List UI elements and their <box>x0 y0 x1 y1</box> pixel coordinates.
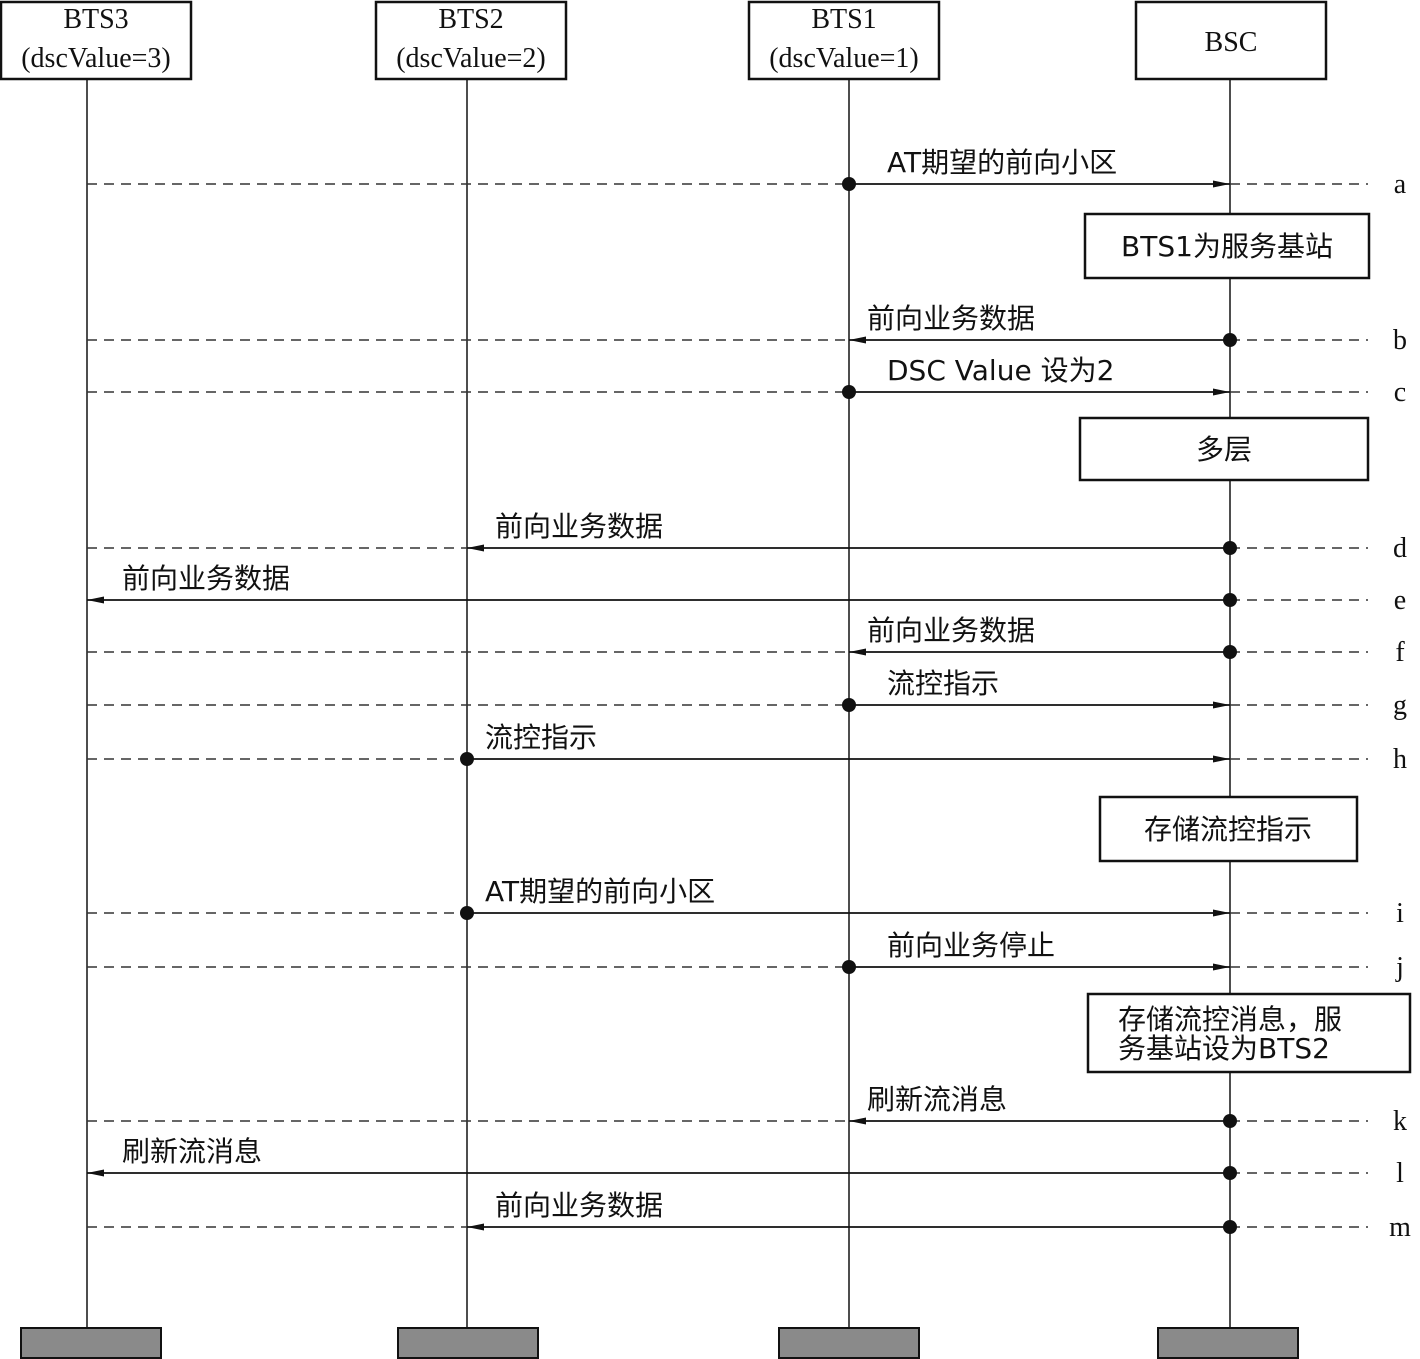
message-e-letter: e <box>1394 585 1406 616</box>
note-serving-station: BTS1为服务基站 <box>1083 212 1371 280</box>
note-store-flow-control-message-line1: 存储流控消息，服 <box>1118 1003 1342 1036</box>
participant-bts3-name: BTS3 <box>63 4 128 35</box>
message-i-origin-dot <box>460 906 474 920</box>
message-d-origin-dot <box>1223 541 1237 555</box>
message-e-label: 前向业务数据 <box>122 562 290 595</box>
message-row-a: AT期望的前向小区 a <box>87 146 1407 200</box>
message-g-label: 流控指示 <box>887 667 999 700</box>
message-m-label: 前向业务数据 <box>495 1189 663 1222</box>
participant-bts1: BTS1 (dscValue=1) <box>747 0 941 81</box>
message-f-label: 前向业务数据 <box>867 614 1035 647</box>
participant-bts3-dsc: (dscValue=3) <box>21 43 171 74</box>
note-store-flow-control: 存储流控指示 <box>1098 795 1359 863</box>
note-store-flow-control-message-line2: 务基站设为BTS2 <box>1118 1032 1330 1065</box>
message-row-f: 前向业务数据 f <box>87 614 1405 668</box>
message-row-i: AT期望的前向小区 i <box>87 875 1404 929</box>
participant-bsc-name: BSC <box>1205 27 1258 58</box>
message-g-origin-dot <box>842 698 856 712</box>
message-c-origin-dot <box>842 385 856 399</box>
message-h-label: 流控指示 <box>485 721 597 754</box>
participant-bts2: BTS2 (dscValue=2) <box>374 0 568 81</box>
message-d-letter: d <box>1393 533 1407 564</box>
message-i-label: AT期望的前向小区 <box>485 875 715 908</box>
footer-bar-bts1 <box>778 1327 920 1359</box>
message-k-origin-dot <box>1223 1114 1237 1128</box>
message-k-label: 刷新流消息 <box>867 1083 1007 1116</box>
message-m-letter: m <box>1389 1212 1411 1243</box>
message-e-origin-dot <box>1223 593 1237 607</box>
message-m-origin-dot <box>1223 1220 1237 1234</box>
message-b-label: 前向业务数据 <box>867 302 1035 335</box>
message-i-letter: i <box>1396 898 1404 929</box>
message-l-origin-dot <box>1223 1166 1237 1180</box>
participant-bts1-name: BTS1 <box>811 4 876 35</box>
message-g-letter: g <box>1393 690 1407 721</box>
footer-bar-bsc <box>1157 1327 1299 1359</box>
message-f-origin-dot <box>1223 645 1237 659</box>
participant-bts1-dsc: (dscValue=1) <box>769 43 919 74</box>
note-multilayer: 多层 <box>1078 416 1370 482</box>
message-f-letter: f <box>1395 637 1405 668</box>
participant-bts2-dsc: (dscValue=2) <box>396 43 546 74</box>
note-multilayer-text: 多层 <box>1196 433 1252 466</box>
message-row-b: 前向业务数据 b <box>87 302 1407 356</box>
note-store-flow-control-text: 存储流控指示 <box>1144 813 1312 846</box>
message-h-letter: h <box>1393 744 1407 775</box>
footer-bar-bts2 <box>397 1327 539 1359</box>
message-b-letter: b <box>1393 325 1407 356</box>
message-b-origin-dot <box>1223 333 1237 347</box>
participant-bsc: BSC <box>1134 0 1328 81</box>
message-row-e: 前向业务数据 e <box>87 562 1406 616</box>
participant-bts2-name: BTS2 <box>438 4 503 35</box>
message-h-origin-dot <box>460 752 474 766</box>
message-row-k: 刷新流消息 k <box>87 1083 1407 1137</box>
footer-bar-bts3 <box>20 1327 162 1359</box>
message-j-label: 前向业务停止 <box>887 929 1055 962</box>
message-row-c: DSC Value 设为2 c <box>87 354 1406 408</box>
message-k-letter: k <box>1393 1106 1407 1137</box>
message-d-label: 前向业务数据 <box>495 510 663 543</box>
message-a-letter: a <box>1394 169 1407 200</box>
message-row-j: 前向业务停止 j <box>87 929 1404 983</box>
participant-bts3: BTS3 (dscValue=3) <box>0 0 193 81</box>
message-j-origin-dot <box>842 960 856 974</box>
message-row-h: 流控指示 h <box>87 721 1407 775</box>
message-row-m: 前向业务数据 m <box>87 1189 1411 1243</box>
message-row-d: 前向业务数据 d <box>87 510 1407 564</box>
message-j-letter: j <box>1395 952 1404 983</box>
message-a-label: AT期望的前向小区 <box>887 146 1117 179</box>
message-a-origin-dot <box>842 177 856 191</box>
message-c-label: DSC Value 设为2 <box>887 354 1114 387</box>
note-store-flow-control-message: 存储流控消息，服 务基站设为BTS2 <box>1086 992 1412 1074</box>
message-l-label: 刷新流消息 <box>122 1135 262 1168</box>
message-row-l: 刷新流消息 l <box>87 1135 1404 1189</box>
message-row-g: 流控指示 g <box>87 667 1407 721</box>
message-l-letter: l <box>1396 1158 1404 1189</box>
note-serving-station-text: BTS1为服务基站 <box>1121 230 1333 263</box>
message-c-letter: c <box>1394 377 1406 408</box>
